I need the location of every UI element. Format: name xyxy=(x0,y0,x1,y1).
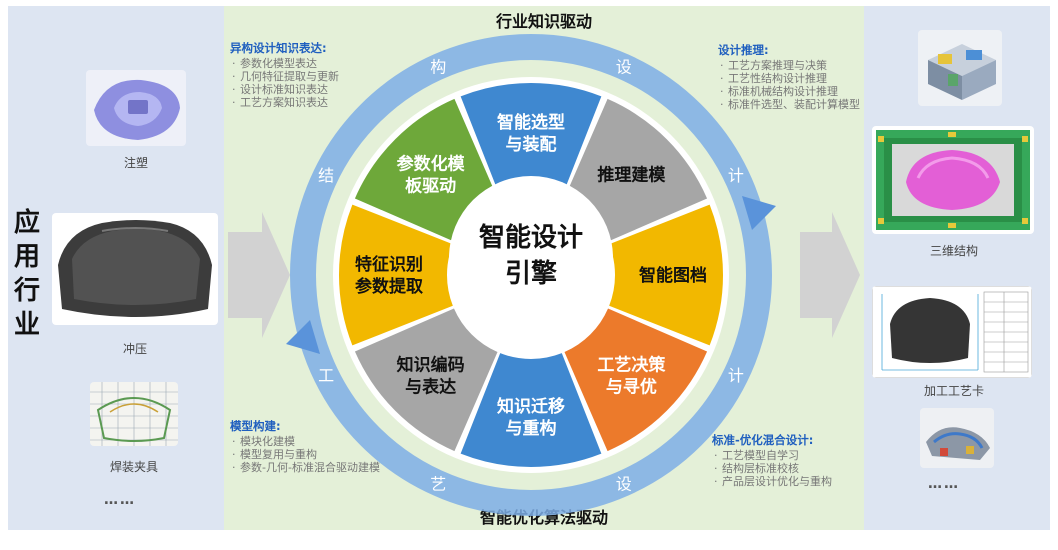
ring-char: 构 xyxy=(430,58,446,77)
annotation-item: 标准件选型、装配计算模型 xyxy=(718,98,860,111)
ring-char: 艺 xyxy=(430,474,446,493)
wheel-segment-label: 参数提取 xyxy=(355,276,423,297)
mold-assembly-image xyxy=(918,30,1002,106)
stamping-hood-image xyxy=(52,213,218,325)
ring-char: 计 xyxy=(728,366,744,385)
wheel-segment xyxy=(564,308,708,452)
annotation-item: 标准机械结构设计推理 xyxy=(718,85,860,98)
wheel-segment-label: 与装配 xyxy=(506,134,557,155)
3d-structure-image xyxy=(872,126,1034,234)
wheel-segment-label: 参数化模 xyxy=(397,154,466,175)
fixture-output-image xyxy=(920,408,994,468)
left-flow-arrow xyxy=(228,212,290,338)
injection-mold-image xyxy=(86,70,186,146)
wheel-segment-label: 工艺决策 xyxy=(597,354,666,375)
annotation-heading: 标准-优化混合设计: xyxy=(712,433,814,447)
wheel-segment-label: 知识编码 xyxy=(396,354,465,375)
core-title-line2: 引擎 xyxy=(505,259,557,289)
ring-arrow-left xyxy=(286,320,320,354)
annotation-top-left: 异构设计知识表达: 参数化模型表达 几何特征提取与更新 设计标准知识表达 工艺方… xyxy=(230,41,370,110)
annotation-item: 参数化模型表达 xyxy=(230,57,370,70)
item-label-injection: 注塑 xyxy=(123,156,148,170)
wheel-segment-label: 与寻优 xyxy=(606,376,657,397)
annotation-bottom-left: 模型构建: 模块化建模 模型复用与重构 参数-几何-标准混合驱动建模 xyxy=(230,419,382,475)
item-label-stamping: 冲压 xyxy=(122,342,147,356)
wheel-segment-label: 智能图档 xyxy=(639,265,707,286)
annotation-item: 工艺性结构设计推理 xyxy=(718,72,860,85)
annotation-item: 工艺方案推理与决策 xyxy=(718,59,860,72)
annotation-heading: 模型构建: xyxy=(230,419,281,433)
core-circle xyxy=(449,176,613,340)
right-more-indicator: …… xyxy=(928,476,960,492)
wheel-segment-label: 知识迁移 xyxy=(496,396,565,417)
annotation-bottom-right: 标准-优化混合设计: 工艺模型自学习 结构层标准校核 产品层设计优化与重构 xyxy=(712,433,860,489)
wheel-segment-label: 智能选型 xyxy=(497,112,565,133)
wheel-segment xyxy=(609,204,724,346)
wheel-segment xyxy=(354,308,498,452)
annotation-item: 参数-几何-标准混合驱动建模 xyxy=(230,461,382,474)
annotation-item: 结构层标准校核 xyxy=(712,462,860,475)
wheel-segment xyxy=(460,353,602,468)
annotation-heading: 设计推理: xyxy=(718,43,769,57)
wheel-segment-label: 特征识别 xyxy=(355,254,423,275)
wheel-segment-label: 与重构 xyxy=(506,418,557,439)
core-title-line1: 智能设计 xyxy=(479,222,583,253)
wheel-segment xyxy=(354,98,498,242)
ring-arrow-right xyxy=(742,196,776,230)
left-more-indicator: …… xyxy=(104,492,136,508)
industry-title: 应用行业 xyxy=(13,208,40,340)
annotation-item: 设计标准知识表达 xyxy=(230,83,370,96)
annotation-item: 产品层设计优化与重构 xyxy=(712,475,860,488)
wheel-segment xyxy=(564,98,708,242)
annotation-heading: 异构设计知识表达: xyxy=(230,41,327,55)
welding-fixture-image xyxy=(90,382,178,446)
ring-char: 结 xyxy=(318,166,334,185)
annotation-item: 几何特征提取与更新 xyxy=(230,70,370,83)
process-card-image xyxy=(872,286,1032,378)
ring-char: 工 xyxy=(318,366,334,385)
annotation-item: 模型复用与重构 xyxy=(230,448,382,461)
ring-char: 计 xyxy=(728,166,744,185)
outer-ring xyxy=(290,34,772,516)
item-label-welding-fixture: 焊装夹具 xyxy=(109,460,158,474)
top-driver-label: 行业知识驱动 xyxy=(495,12,592,31)
wheel-segment-label: 推理建模 xyxy=(597,165,666,186)
wheel-segment-label: 与表达 xyxy=(405,376,456,397)
wheel-segment xyxy=(339,204,453,346)
ring-char: 设 xyxy=(616,474,632,493)
item-label-3d-structure: 三维结构 xyxy=(929,244,978,258)
annotation-top-right: 设计推理: 工艺方案推理与决策 工艺性结构设计推理 标准机械结构设计推理 标准件… xyxy=(718,43,860,112)
wheel-segment-label: 板驱动 xyxy=(405,176,456,197)
ring-char: 设 xyxy=(616,58,632,77)
ring-chars: 结构设计工艺设计 xyxy=(318,58,744,494)
item-label-process-card: 加工工艺卡 xyxy=(923,384,984,398)
annotation-item: 模块化建模 xyxy=(230,435,382,448)
right-flow-arrow xyxy=(800,212,860,338)
wheel-segment xyxy=(460,83,602,197)
annotation-item: 工艺方案知识表达 xyxy=(230,96,370,109)
annotation-item: 工艺模型自学习 xyxy=(712,449,860,462)
